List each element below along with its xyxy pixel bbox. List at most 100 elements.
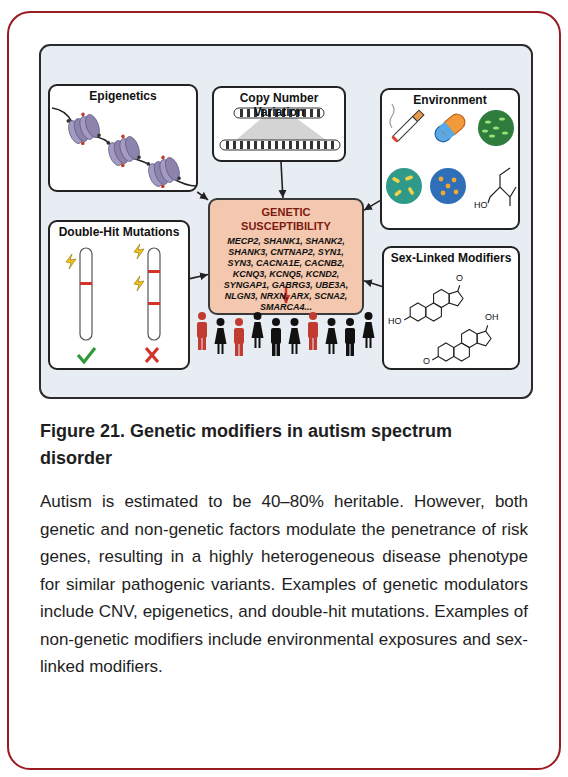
double-hit-chromosomes (66, 244, 160, 362)
cnv-chromosomes-part-part (303, 141, 306, 149)
steroid-structures-part (462, 330, 478, 348)
population-figures-part (240, 343, 244, 356)
cnv-chromosomes-part-part (317, 141, 320, 149)
environment-icons-part-part (407, 187, 414, 196)
environment-icons-part (439, 177, 459, 196)
panel-heading: Environment (386, 93, 514, 107)
population-figures-part (271, 328, 281, 344)
double-hit-chromosomes-part (148, 270, 160, 273)
nucleosome-dna-part-part-part (123, 135, 142, 162)
double-hit-chromosomes-part (78, 348, 95, 362)
atom-label: HO (388, 316, 402, 326)
cnv-chromosomes (220, 108, 340, 150)
cnv-chromosomes-part-part (289, 109, 292, 117)
double-hit-chromosomes-part (66, 254, 76, 269)
population-figures-part (217, 318, 225, 326)
cnv-chromosomes-part-part (226, 141, 229, 149)
cnv-chromosomes-part-part (240, 109, 243, 117)
population-figures-part (346, 343, 350, 356)
nucleosome-dna-part (52, 108, 196, 186)
cnv-chromosomes-part-part (296, 109, 299, 117)
steroid-structures-part (438, 343, 454, 361)
nucleosome-dna-part-part-part (83, 113, 102, 140)
cnv-chromosomes-part-part (310, 141, 313, 149)
population-figures-part (218, 344, 220, 354)
environment-icons-part-part (439, 122, 455, 139)
population-figures-part (197, 322, 207, 338)
population-figures-part (222, 344, 224, 354)
environment-icons-part (390, 104, 394, 128)
nucleosome-dna-part-part-part (106, 141, 111, 146)
cnv-chromosomes-part (226, 109, 334, 149)
gene-list: MECP2, SHANK1, SHANK2, SHANK3, CNTNAP2, … (216, 236, 356, 313)
environment-icons-part (488, 168, 516, 206)
population-figures-part (235, 318, 243, 326)
population-figures-part (309, 312, 317, 320)
environment-icons-part-part (405, 175, 414, 181)
atom-label: O (423, 356, 430, 366)
nucleosome-dna-part-part-part (81, 141, 86, 146)
panel-heading: Double-Hit Mutations (54, 225, 184, 239)
figure-panel (40, 45, 532, 398)
population-figures-part (351, 343, 355, 356)
cnv-chromosomes-part-part (268, 141, 271, 149)
population-figures-part (366, 338, 368, 348)
nucleosome-dna-part-part-part (97, 133, 102, 138)
population-figures-part (259, 338, 261, 348)
population-figures-part (203, 337, 207, 350)
card-frame (8, 12, 560, 769)
cnv-chromosomes-part-part (289, 141, 292, 149)
steroid-structures-part (486, 325, 488, 331)
cnv-chromosomes-part-part (282, 141, 285, 149)
nucleosome-dna-part-part-part (81, 112, 86, 117)
environment-icons-part-part (413, 110, 424, 121)
cnv-chromosomes-part-part (268, 109, 271, 117)
cnv-chromosomes-part-part (310, 109, 313, 117)
nucleosome-dna (52, 108, 196, 191)
population-figures-part (255, 338, 257, 348)
population-figures-part (314, 337, 318, 350)
nucleosome-dna-part-part-part (137, 155, 142, 160)
influence-arrow (197, 192, 208, 200)
steroid-structures-part (458, 285, 460, 291)
cnv-chromosomes-part-part (331, 141, 334, 149)
nucleosome-dna-part-part-part (121, 163, 126, 168)
nucleosome-dna-part-part-part (146, 162, 151, 167)
environment-icons-part-part (499, 117, 505, 120)
cnv-chromosomes-part-part (317, 109, 320, 117)
population-figures-part (235, 343, 239, 356)
population-figures-part (198, 312, 206, 320)
nucleosome-dna-part (65, 109, 184, 191)
double-hit-panel: Double-Hit Mutations (48, 220, 190, 370)
cnv-chromosomes-part-part (261, 141, 264, 149)
population-figures-part (333, 344, 335, 354)
genetic-susceptibility-box: GENETIC SUSCEPTIBILITYMECP2, SHANK1, SHA… (208, 198, 364, 315)
environment-icons-part-part (441, 191, 446, 196)
population-figures-part (346, 318, 354, 326)
atom-label: O (456, 273, 463, 283)
double-hit-chromosomes-part (148, 248, 160, 340)
steroid-structures-part (477, 331, 491, 346)
population-figures-part (272, 343, 276, 356)
figure-caption: Figure 21. Genetic modifiers in autism s… (40, 418, 528, 472)
population-figures-part (345, 328, 355, 344)
environment-icons-part-part (489, 134, 495, 137)
cnv-chromosomes-part-part (254, 141, 257, 149)
environment-icons-part (432, 111, 468, 145)
nucleosome-dna-part-part-part (177, 176, 182, 181)
population-figures-part (329, 344, 331, 354)
population-figures-part (370, 338, 372, 348)
population-figures-part (296, 344, 298, 354)
cnv-chromosomes-part-part (275, 109, 278, 117)
population-figures-part (309, 337, 313, 350)
cnv-chromosomes-part (234, 108, 324, 118)
influence-arrow (190, 274, 208, 278)
cnv-chromosomes-part (236, 118, 326, 140)
steroid-structures-part (449, 291, 463, 306)
cnv-chromosomes-part-part (240, 141, 243, 149)
environment-icons-part-part (493, 126, 499, 129)
population-figures-part (234, 328, 244, 344)
population-figures-part (277, 343, 281, 356)
environment-icons-part-part (439, 111, 468, 139)
environment-icons-part (430, 168, 466, 204)
